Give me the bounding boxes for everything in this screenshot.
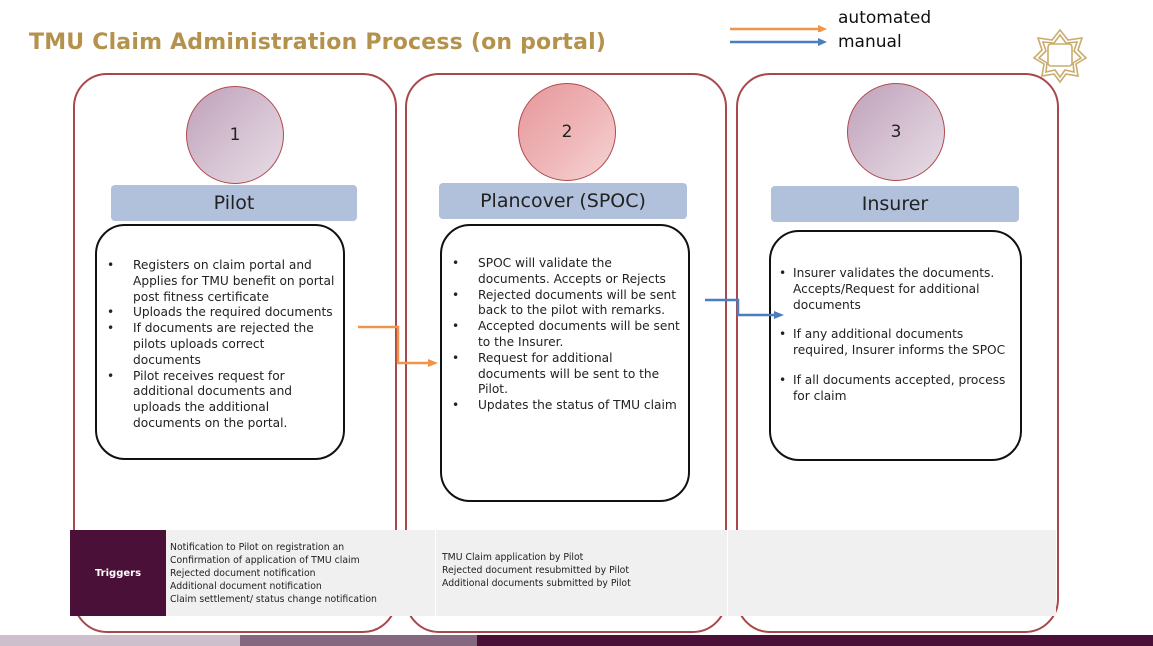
legend-item-manual: manual (728, 32, 968, 56)
trigger-item: Additional document notification (170, 580, 322, 592)
page-title: TMU Claim Administration Process (on por… (29, 30, 607, 55)
role-label-pilot: Pilot (111, 185, 357, 221)
triggers-label: Triggers (70, 530, 166, 616)
task-box-pilot: Registers on claim portal and Applies fo… (95, 224, 345, 460)
step-column-insurer: 3 Insurer Insurer validates the document… (736, 73, 1059, 633)
task-list: Insurer validates the documents. Accepts… (771, 266, 1014, 405)
triggers-cell-pilot: Notification to Pilot on registration an… (166, 530, 435, 616)
trigger-item: Additional documents submitted by Pilot (442, 577, 631, 589)
task-item: SPOC will validate the documents. Accept… (442, 256, 680, 288)
role-label-insurer: Insurer (771, 186, 1019, 222)
task-box-spoc: SPOC will validate the documents. Accept… (440, 224, 690, 502)
trigger-item: Rejected document notification (170, 567, 316, 579)
task-item: Insurer validates the documents. Accepts… (771, 266, 1014, 313)
task-item: If documents are rejected the pilots upl… (97, 321, 335, 368)
legend-label-manual: manual (838, 32, 902, 52)
trigger-item: Notification to Pilot on registration an (170, 541, 345, 553)
blue-arrow-icon (730, 38, 827, 46)
task-item: Uploads the required documents (97, 305, 335, 321)
trigger-item: TMU Claim application by Pilot (442, 551, 584, 563)
task-item: Request for additional documents will be… (442, 351, 680, 398)
task-item: Rejected documents will be sent back to … (442, 288, 680, 320)
role-label-spoc: Plancover (SPOC) (439, 183, 687, 219)
triggers-cell-insurer (727, 530, 1056, 616)
footer-color-bar (0, 635, 1153, 646)
step-number-badge: 1 (186, 86, 284, 184)
footer-segment-dark (477, 635, 1153, 646)
triggers-cell-spoc: TMU Claim application by Pilot Rejected … (435, 530, 727, 616)
orange-arrow-icon (730, 25, 827, 32)
task-item: Updates the status of TMU claim (442, 398, 680, 414)
legend-label-automated: automated (838, 8, 932, 28)
task-item: If any additional documents required, In… (771, 327, 1014, 359)
step-number-badge: 2 (518, 83, 616, 181)
step-number-badge: 3 (847, 83, 945, 181)
task-item: Pilot receives request for additional do… (97, 369, 335, 432)
task-item: If all documents accepted, process for c… (771, 373, 1014, 405)
task-list: Registers on claim portal and Applies fo… (97, 258, 335, 432)
footer-segment-mid (240, 635, 477, 646)
task-item: Registers on claim portal and Applies fo… (97, 258, 335, 305)
task-box-insurer: Insurer validates the documents. Accepts… (769, 230, 1022, 461)
footer-segment-light (0, 635, 240, 646)
task-item: Accepted documents will be sent to the I… (442, 319, 680, 351)
trigger-item: Rejected document resubmitted by Pilot (442, 564, 629, 576)
eight-point-star-logo-icon (1032, 28, 1088, 84)
trigger-item: Confirmation of application of TMU claim (170, 554, 360, 566)
step-column-spoc: 2 Plancover (SPOC) SPOC will validate th… (405, 73, 727, 633)
task-list: SPOC will validate the documents. Accept… (442, 256, 680, 414)
legend-item-automated: automated (728, 8, 968, 32)
triggers-row: Triggers Notification to Pilot on regist… (70, 530, 1056, 616)
trigger-item: Claim settlement/ status change notifica… (170, 593, 377, 605)
